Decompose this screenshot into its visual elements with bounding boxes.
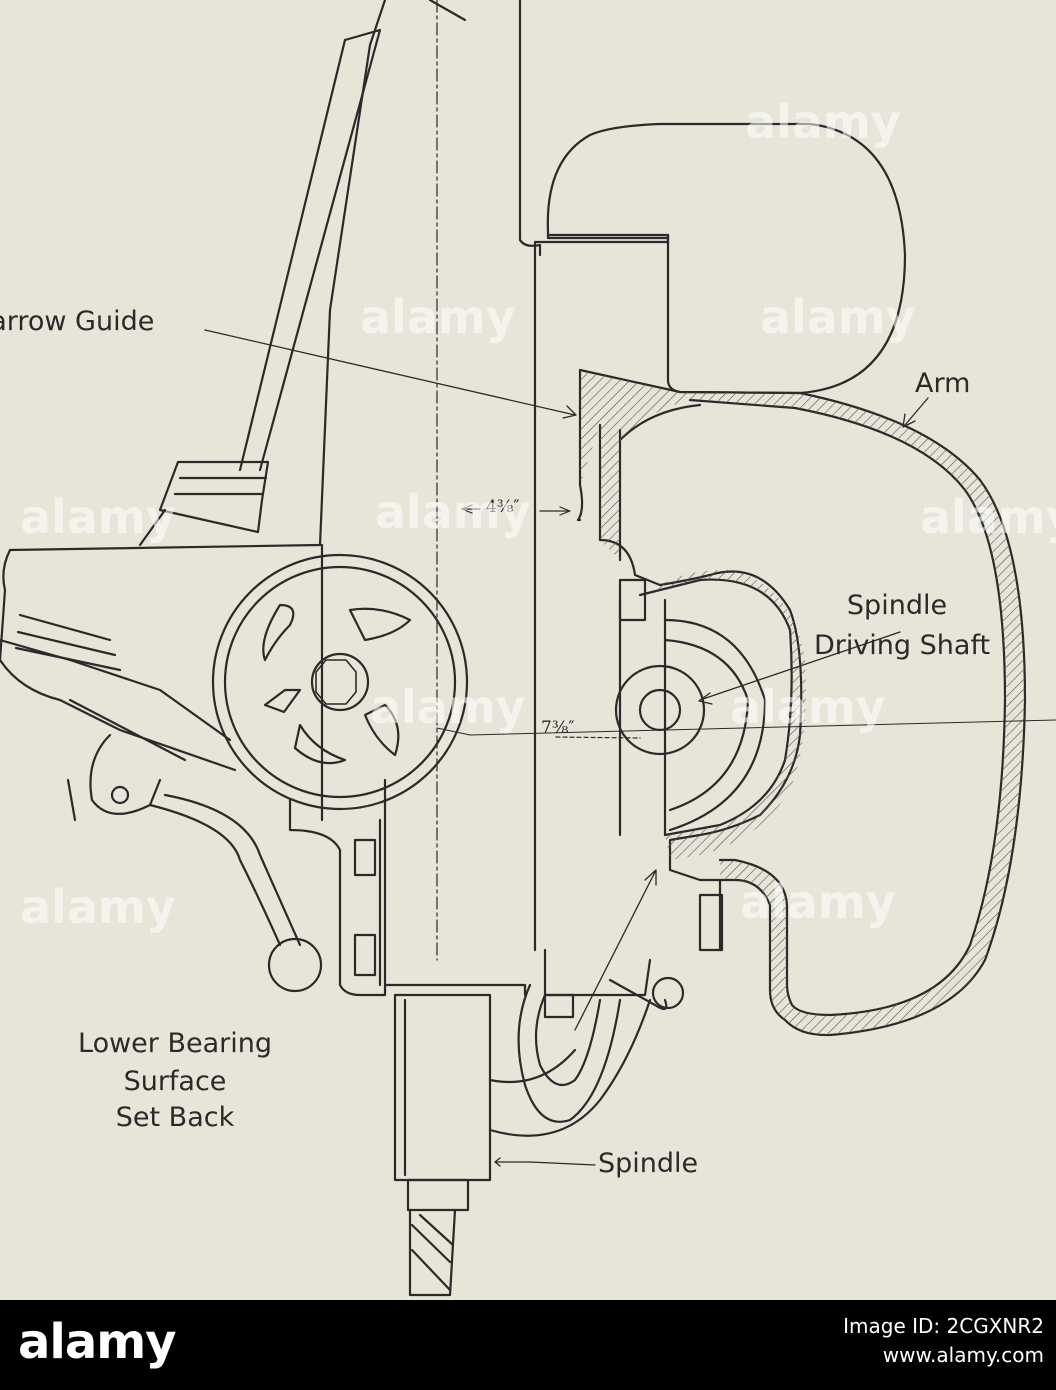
saddle: [533, 233, 670, 952]
image-id: Image ID: 2CGXNR2: [843, 1314, 1044, 1338]
column-body: [318, 0, 542, 961]
head-housing: [0, 543, 322, 772]
hand-lever: [138, 28, 382, 547]
label-spindle-driving-shaft-1: Spindle: [846, 590, 948, 621]
technical-drawing: Narrow Guide Arm Spindle Driving Shaft L…: [0, 0, 1056, 1297]
center-lines: [436, 719, 1056, 736]
watermark: alamy: [745, 95, 901, 149]
watermark: alamy: [20, 490, 176, 544]
watermark: alamy: [375, 485, 531, 539]
watermark: alamy: [920, 490, 1056, 544]
watermark: alamy: [370, 680, 526, 734]
watermark: alamy: [760, 290, 916, 344]
label-arm: Arm: [915, 368, 971, 399]
bearing-housing: [618, 578, 767, 952]
label-narrow-guide: Narrow Guide: [0, 306, 155, 337]
image-id-info: Image ID: 2CGXNR2 www.alamy.com: [843, 1312, 1044, 1370]
watermark: alamy: [740, 875, 896, 929]
label-lower-bearing-3: Set Back: [115, 1102, 235, 1133]
label-lower-bearing-1: Lower Bearing: [78, 1028, 272, 1059]
spindle: [383, 983, 527, 1297]
lower-bracket: [488, 948, 685, 1137]
lower-head: [288, 778, 387, 997]
label-lower-bearing-2: Surface: [123, 1066, 227, 1097]
leader-lines: [204, 329, 929, 1167]
top-loop: [546, 122, 907, 395]
dimension-guide-width: 4⅜″: [486, 497, 520, 517]
watermark: alamy: [360, 290, 516, 344]
driving-shaft: [614, 664, 706, 756]
dimension-lines: [461, 504, 641, 739]
label-spindle-driving-shaft-2: Driving Shaft: [813, 630, 991, 661]
handwheel: [211, 553, 469, 811]
watermark: alamy: [730, 680, 886, 734]
brand-logo: alamy: [18, 1314, 177, 1370]
label-spindle: Spindle: [598, 1148, 699, 1179]
watermark: alamy: [20, 880, 176, 934]
machine-section-drawing: [0, 0, 1056, 1297]
dimension-shaft-offset: 7⅜″: [541, 718, 575, 738]
lower-lever: [66, 733, 323, 993]
site-url[interactable]: www.alamy.com: [882, 1343, 1044, 1367]
footer-bar: alamy Image ID: 2CGXNR2 www.alamy.com: [0, 1300, 1056, 1390]
